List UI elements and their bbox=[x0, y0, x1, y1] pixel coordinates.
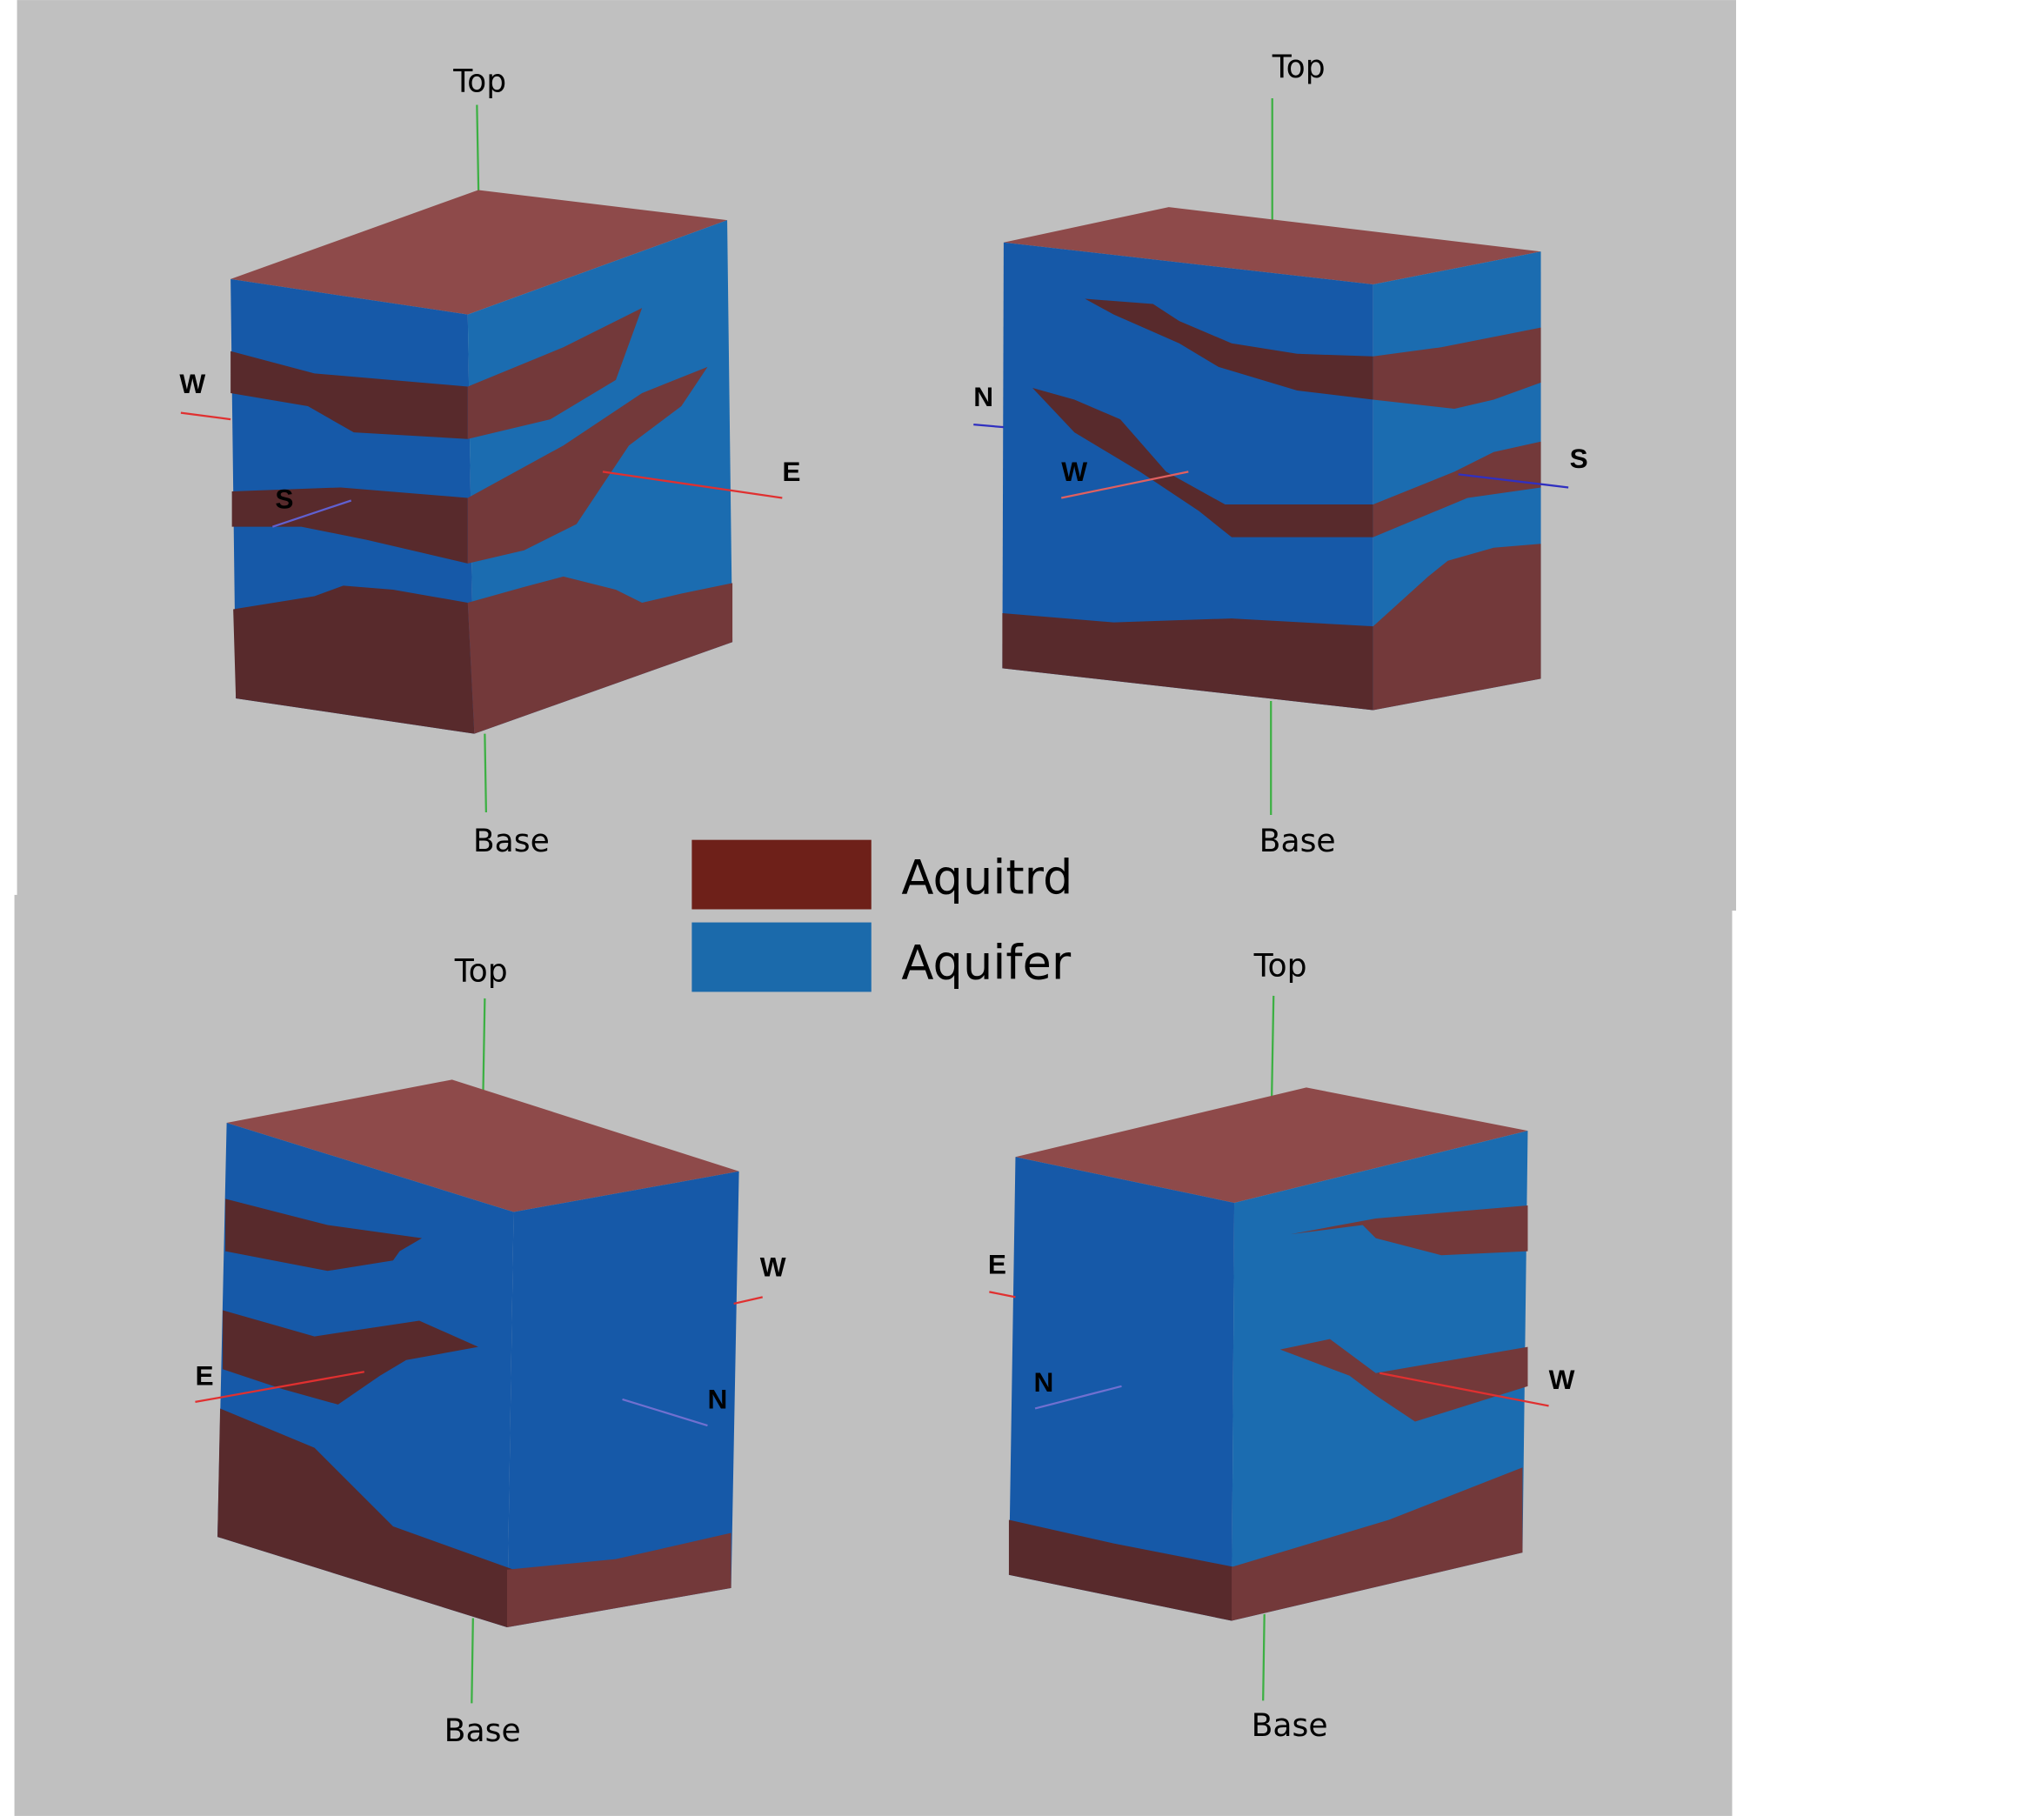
top-label: Top bbox=[1272, 48, 1326, 85]
north-label: N bbox=[973, 381, 993, 412]
west-axis-line bbox=[180, 411, 231, 421]
top-face bbox=[1003, 207, 1541, 284]
top-face bbox=[1015, 1087, 1528, 1203]
legend-swatch-aquifer bbox=[691, 922, 872, 992]
east-label: E bbox=[195, 1359, 213, 1391]
south-axis-line bbox=[1458, 473, 1569, 489]
block-view-1: Top Base W E S bbox=[179, 63, 800, 860]
west-label: W bbox=[1549, 1364, 1575, 1395]
aquitard-layer bbox=[225, 1198, 423, 1272]
aquitard-layer bbox=[231, 487, 468, 564]
north-label: N bbox=[1034, 1366, 1054, 1398]
top-label: Top bbox=[454, 951, 508, 989]
east-axis-line bbox=[989, 1291, 1016, 1299]
west-label: W bbox=[760, 1251, 786, 1282]
west-axis-line bbox=[733, 1296, 763, 1305]
aquitard-layer bbox=[467, 308, 643, 439]
aquitard-layer bbox=[1373, 327, 1541, 410]
base-axis-line bbox=[471, 1618, 474, 1704]
base-axis-line bbox=[1262, 1613, 1266, 1701]
base-label: Base bbox=[444, 1712, 521, 1749]
west-axis-line bbox=[1379, 1372, 1549, 1407]
base-axis-line bbox=[484, 733, 488, 813]
top-face bbox=[230, 190, 728, 315]
aquitard-layer bbox=[1032, 387, 1373, 537]
south-label: S bbox=[275, 484, 293, 515]
aquitard-layer bbox=[506, 1532, 731, 1628]
aquitard-layer bbox=[1373, 544, 1541, 711]
legend-label-aquitard: Aquitrd bbox=[901, 850, 1072, 905]
aquitard-layer bbox=[467, 366, 708, 564]
base-label: Base bbox=[473, 822, 550, 859]
legend-swatch-aquitard bbox=[691, 839, 872, 910]
west-label: W bbox=[179, 368, 205, 399]
north-axis-line bbox=[973, 424, 1005, 429]
east-label: E bbox=[782, 456, 800, 487]
east-label: E bbox=[988, 1248, 1006, 1279]
aquitard-layer bbox=[1085, 298, 1373, 400]
front-left-face bbox=[1008, 1157, 1235, 1621]
east-axis-line bbox=[602, 471, 783, 499]
aquitard-layer bbox=[467, 576, 733, 734]
north-axis-line bbox=[1034, 1385, 1122, 1410]
aquitard-layer bbox=[1002, 613, 1373, 711]
aquitard-layer bbox=[1232, 1467, 1523, 1621]
north-label: N bbox=[707, 1383, 727, 1414]
base-label: Base bbox=[1252, 1706, 1328, 1744]
top-label: Top bbox=[1253, 946, 1307, 984]
block-view-2: Top Base N W S bbox=[973, 48, 1588, 859]
legend: Aquitrd Aquifer bbox=[691, 839, 1072, 992]
top-label: Top bbox=[452, 63, 506, 100]
block-view-4: Top Base E N W bbox=[988, 946, 1575, 1744]
top-face bbox=[226, 1079, 739, 1212]
south-axis-line bbox=[271, 499, 352, 528]
aquitard-layer bbox=[1290, 1205, 1528, 1256]
north-axis-line bbox=[622, 1398, 708, 1427]
aquitard-layer bbox=[223, 1310, 478, 1405]
aquitard-layer bbox=[233, 585, 475, 734]
aquitard-layer bbox=[217, 1408, 514, 1628]
aquitard-layer bbox=[1373, 441, 1541, 537]
aquitard-layer bbox=[230, 351, 468, 439]
block-view-3: Top Base W E N bbox=[195, 951, 786, 1749]
east-axis-line bbox=[195, 1371, 364, 1404]
legend-label-aquifer: Aquifer bbox=[901, 935, 1071, 990]
base-label: Base bbox=[1259, 822, 1336, 859]
south-label: S bbox=[1570, 443, 1588, 474]
aquitard-layer bbox=[1008, 1519, 1235, 1621]
west-label: W bbox=[1061, 456, 1087, 487]
aquitard-layer bbox=[1279, 1339, 1528, 1422]
west-axis-line bbox=[1060, 471, 1189, 499]
